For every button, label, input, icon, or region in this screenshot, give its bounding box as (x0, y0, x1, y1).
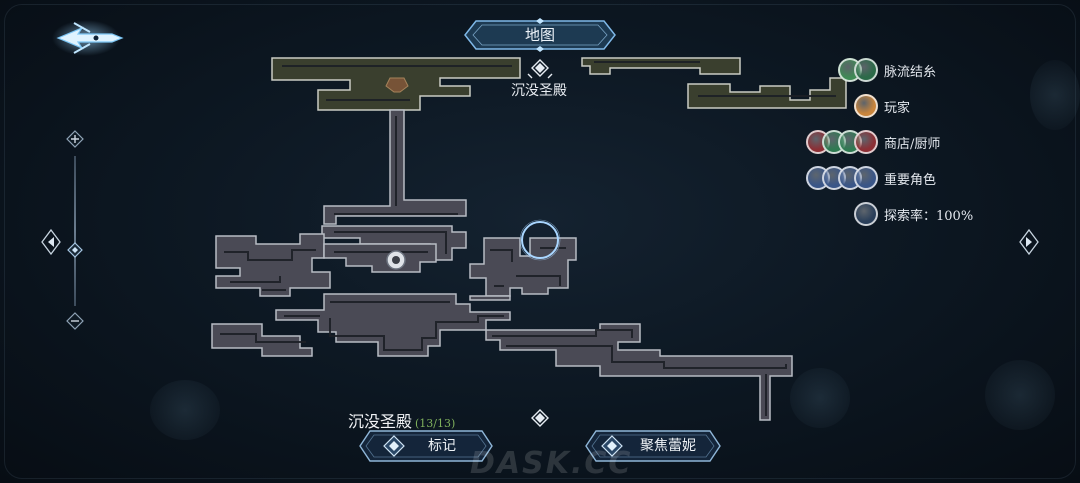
background-glow (1030, 60, 1080, 130)
current-area-label: 沉没圣殿(13/13) (348, 408, 455, 432)
legend-item: 商店/厨师 (806, 130, 940, 154)
zoom-in-icon[interactable] (66, 130, 84, 148)
legend-item: 脉流结糸 (806, 58, 936, 82)
button-frame (585, 430, 721, 462)
legend-icon-group (806, 130, 878, 154)
legend-label: 玩家 (884, 100, 911, 116)
focus-button[interactable]: 聚焦蕾妮 (584, 428, 722, 464)
back-arrow-icon (52, 20, 124, 56)
legend-label: 探索率：100% (884, 208, 974, 224)
legend-icon-group (806, 166, 878, 190)
page-title: 地图 (524, 26, 555, 44)
watermark: DASK.CC (470, 446, 633, 481)
background-glow (790, 368, 850, 428)
zoom-slider-track[interactable] (74, 156, 76, 306)
chef-icon (854, 130, 878, 154)
legend-item: 重要角色 (806, 166, 936, 190)
area-down-marker-icon (531, 409, 549, 427)
nav-left-icon[interactable] (40, 228, 62, 256)
legend-label: 商店/厨师 (884, 136, 941, 152)
background-glow (985, 360, 1055, 430)
player-icon (854, 94, 878, 118)
character-icon (854, 166, 878, 190)
boss-marker-icon (385, 77, 409, 93)
button-key-icon (383, 435, 405, 457)
background-glow (150, 380, 220, 440)
mark-button[interactable]: 标记 (358, 428, 494, 464)
location-label: 沉没圣殿 (511, 83, 567, 99)
legend-item: 玩家 (806, 94, 910, 118)
legend-label: 脉流结糸 (884, 64, 937, 80)
legend-icon-group (806, 202, 878, 226)
zoom-handle-icon[interactable] (66, 241, 84, 259)
button-key-icon (601, 435, 623, 457)
legend-icon-group (806, 94, 878, 118)
title-plate (464, 18, 616, 52)
nav-right-icon[interactable] (1018, 228, 1040, 256)
npc-marker-icon (386, 250, 406, 270)
legend-item: 探索率：100% (806, 202, 973, 226)
legend-icon-group (806, 58, 878, 82)
area-progress-count: (13/13) (415, 417, 456, 430)
legend-label: 重要角色 (884, 172, 937, 188)
button-frame (359, 430, 493, 462)
focus-button-label: 聚焦蕾妮 (640, 438, 696, 454)
area-name-text: 沉没圣殿 (348, 412, 413, 431)
teleport-icon (854, 58, 878, 82)
map-lower-region (211, 109, 793, 421)
player-marker-ring (519, 219, 561, 261)
zoom-out-icon[interactable] (66, 312, 84, 330)
back-button[interactable] (52, 14, 128, 58)
exploration-icon (854, 202, 878, 226)
area-marker-icon (527, 59, 553, 79)
mark-button-label: 标记 (428, 438, 456, 454)
map-inner-walls (220, 61, 836, 416)
